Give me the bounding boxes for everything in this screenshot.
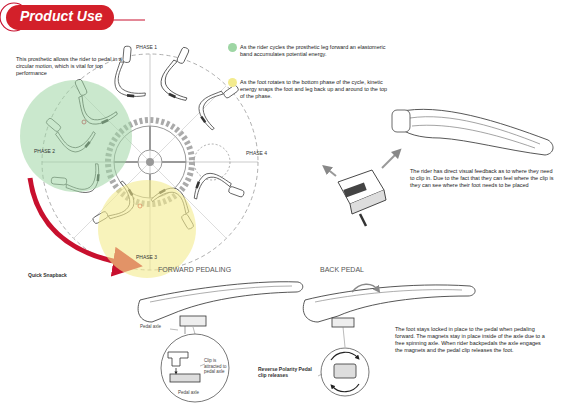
part-label: Reverse Polarity Pedal clip releases xyxy=(258,366,316,379)
phase-label: PHASE 4 xyxy=(246,150,267,156)
legend-text: As the foot rotates to the bottom phase … xyxy=(240,79,390,100)
arrow-label: Quick Snapback xyxy=(28,272,67,278)
mechanism-note: The foot stays locked in place to the pe… xyxy=(395,326,547,354)
phase-label: PHASE 3 xyxy=(136,254,157,260)
legend-dot xyxy=(228,43,237,52)
part-label: Pedal axle xyxy=(140,324,161,330)
legend-dot xyxy=(228,78,237,87)
part-label: Clip is attracted to pedal axle xyxy=(204,358,232,375)
phase-label: PHASE 2 xyxy=(34,148,55,154)
part-label: Pedal axle xyxy=(178,390,199,396)
phase-circle: PHASE 3 xyxy=(98,180,196,278)
phase-label: PHASE 1 xyxy=(136,44,157,50)
section-heading: FORWARD PEDALING xyxy=(158,266,231,275)
feedback-note: The rider has direct visual feedback as … xyxy=(410,168,556,189)
phase-circle: PHASE 2 xyxy=(20,80,132,192)
legend-text: As the rider cycles the prosthetic leg f… xyxy=(240,44,390,58)
intro-note: This prosthetic allows the rider to peda… xyxy=(16,56,128,77)
title-tab: Product Use xyxy=(6,5,114,30)
section-heading: BACK PEDAL xyxy=(320,266,364,275)
